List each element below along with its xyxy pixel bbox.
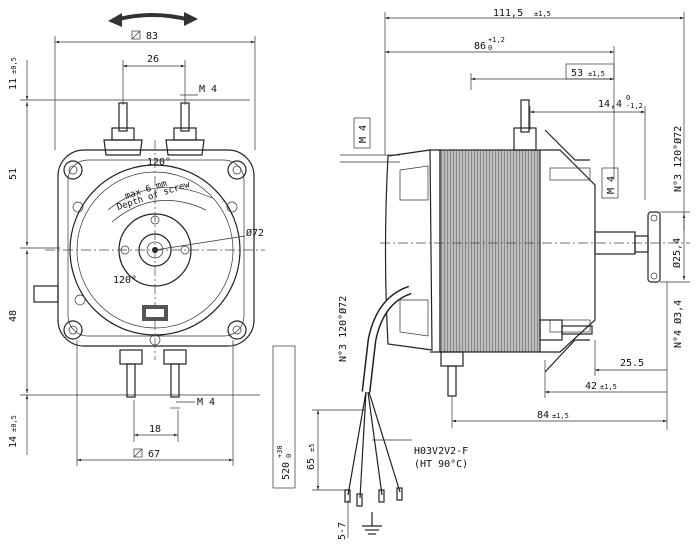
length-86-label: 86	[474, 41, 486, 52]
cable-length-label: 520	[281, 462, 292, 480]
top-stud-right	[165, 102, 205, 156]
overall-length-tol: ±1,5	[534, 10, 551, 18]
cable-length-tol-lower: 0	[285, 454, 293, 458]
dim-84-label: 84	[537, 410, 549, 421]
screw-left-label: M 4	[358, 125, 369, 143]
side-dim-top-tol: ±0,5	[10, 57, 18, 74]
shaft-diameter-label: Ø25,4	[671, 238, 683, 268]
front-width-label: 83	[146, 31, 158, 42]
angle-bottom-label: 120°	[113, 275, 137, 286]
dim-42-label: 42	[585, 381, 597, 392]
stator-stack	[439, 149, 541, 353]
holes-top-label: N°3 120°Ø72	[672, 126, 684, 192]
length-53-tol: ±1,5	[588, 70, 605, 78]
screw-right-label: M 4	[606, 176, 617, 194]
screw-bottom-label: M 4	[197, 397, 215, 408]
rotation-arrow-icon	[108, 12, 198, 27]
cable-length-box: 520 +30 0	[272, 345, 296, 489]
side-view: 111,5 ±1,5 86 +1,2 0 53 ±1,5 14,4 0 -1,2…	[306, 8, 690, 540]
side-dim-upper-label: 51	[8, 168, 19, 180]
strip-length-label: 65	[306, 458, 317, 470]
length-14-label: 14,4	[598, 99, 622, 110]
bottom-stud-right	[163, 349, 187, 398]
cable-length-tol-upper: +30	[276, 445, 284, 458]
length-14-tol-upper: 0	[626, 94, 630, 102]
length-86-tol-upper: +1,2	[488, 36, 505, 44]
cable-type-line-1: H03V2V2-F	[414, 446, 468, 457]
top-stud-left	[103, 102, 143, 156]
diameter-label: Ø72	[246, 227, 264, 239]
length-53-label: 53	[571, 68, 583, 79]
bottom-width-label: 67	[148, 449, 160, 460]
length-14-tol-lower: -1,2	[626, 102, 643, 110]
length-86-tol-lower: 0	[488, 44, 492, 52]
cable-type-line-2: (HT 90°C)	[414, 459, 468, 470]
mount-spacing-label: 26	[147, 54, 159, 65]
angle-top-label: 120°	[147, 157, 171, 168]
dim-42-tol: ±1,5	[600, 383, 617, 391]
holes-bottom-label: N°4 Ø3,4	[672, 300, 684, 348]
bottom-spacing-label: 18	[149, 424, 161, 435]
wire-end-label: 5-7	[337, 522, 348, 540]
dim-84-tol: ±1,5	[552, 412, 569, 420]
holes-left-label: N°3 120°Ø72	[337, 296, 349, 362]
bottom-stud-left	[119, 349, 143, 398]
screw-top-label: M 4	[199, 84, 217, 95]
power-cable	[344, 285, 412, 507]
ground-icon	[362, 512, 382, 535]
strip-length-tol: ±5	[308, 444, 316, 452]
dim-25-5-label: 25.5	[620, 358, 644, 369]
overall-length-label: 111,5	[493, 8, 523, 19]
side-dim-top-label: 11	[8, 78, 19, 90]
side-dim-bottom-tol: ±0,5	[10, 415, 18, 432]
side-dim-lower-label: 48	[8, 310, 19, 322]
side-dim-bottom-label: 14	[8, 436, 19, 448]
front-view: 83 26 M 4 11 ±0,5 51 48 14 ±0,5	[8, 12, 265, 466]
